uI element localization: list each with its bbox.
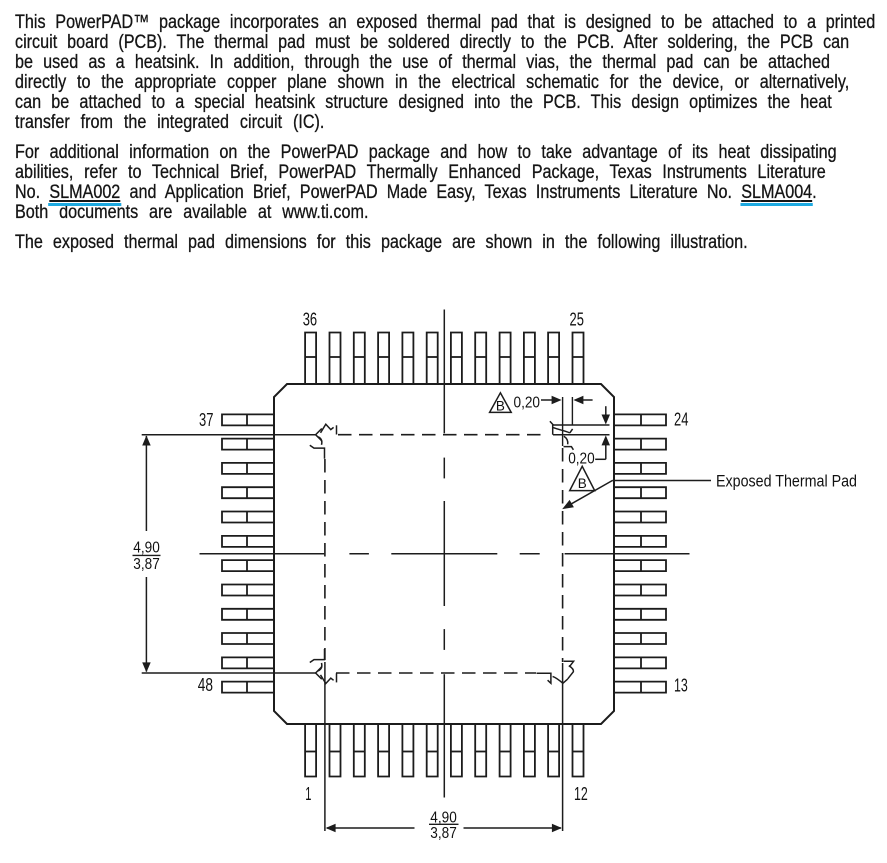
svg-text:0,20: 0,20 — [568, 450, 595, 467]
svg-text:0,20: 0,20 — [514, 394, 541, 411]
svg-text:B: B — [578, 476, 587, 491]
svg-text:Exposed Thermal Pad: Exposed Thermal Pad — [716, 471, 857, 490]
svg-text:25: 25 — [570, 309, 584, 330]
svg-text:24: 24 — [674, 409, 688, 430]
svg-text:B: B — [496, 398, 505, 413]
svg-text:48: 48 — [198, 674, 213, 695]
svg-text:4,90: 4,90 — [430, 809, 457, 826]
svg-text:13: 13 — [674, 675, 688, 696]
svg-text:3,87: 3,87 — [133, 556, 160, 573]
svg-text:12: 12 — [574, 783, 588, 804]
svg-text:1: 1 — [305, 783, 311, 804]
svg-text:3,87: 3,87 — [430, 825, 457, 842]
svg-text:4,90: 4,90 — [133, 540, 160, 557]
svg-text:36: 36 — [303, 309, 317, 330]
svg-text:37: 37 — [199, 409, 213, 430]
